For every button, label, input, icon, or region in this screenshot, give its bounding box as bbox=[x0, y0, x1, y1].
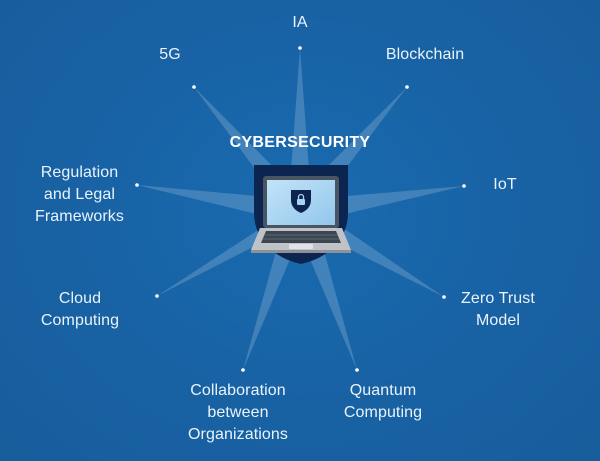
node-collaboration: Collaboration between Organizations bbox=[187, 382, 289, 443]
node-zero-trust: Zero Trust Model bbox=[461, 290, 535, 329]
dot-ia bbox=[298, 46, 302, 50]
center-title: CYBERSECURITY bbox=[229, 134, 371, 151]
node-5g: 5G bbox=[159, 46, 181, 63]
node-ia: IA bbox=[292, 14, 308, 31]
dot-regulation bbox=[135, 183, 139, 187]
laptop-shield-icon bbox=[251, 165, 351, 264]
node-quantum: Quantum Computing bbox=[343, 382, 423, 421]
node-blockchain: Blockchain bbox=[385, 46, 465, 63]
dot-quantum bbox=[355, 368, 359, 372]
dot-blockchain bbox=[405, 85, 409, 89]
node-regulation: Regulation and Legal Frameworks bbox=[34, 164, 124, 225]
node-cloud: Cloud Computing bbox=[40, 290, 120, 329]
dot-iot bbox=[462, 184, 466, 188]
dot-zero-trust bbox=[442, 295, 446, 299]
dot-collaboration bbox=[241, 368, 245, 372]
node-iot: IoT bbox=[493, 176, 517, 193]
dot-cloud bbox=[155, 294, 159, 298]
dot-5g bbox=[192, 85, 196, 89]
